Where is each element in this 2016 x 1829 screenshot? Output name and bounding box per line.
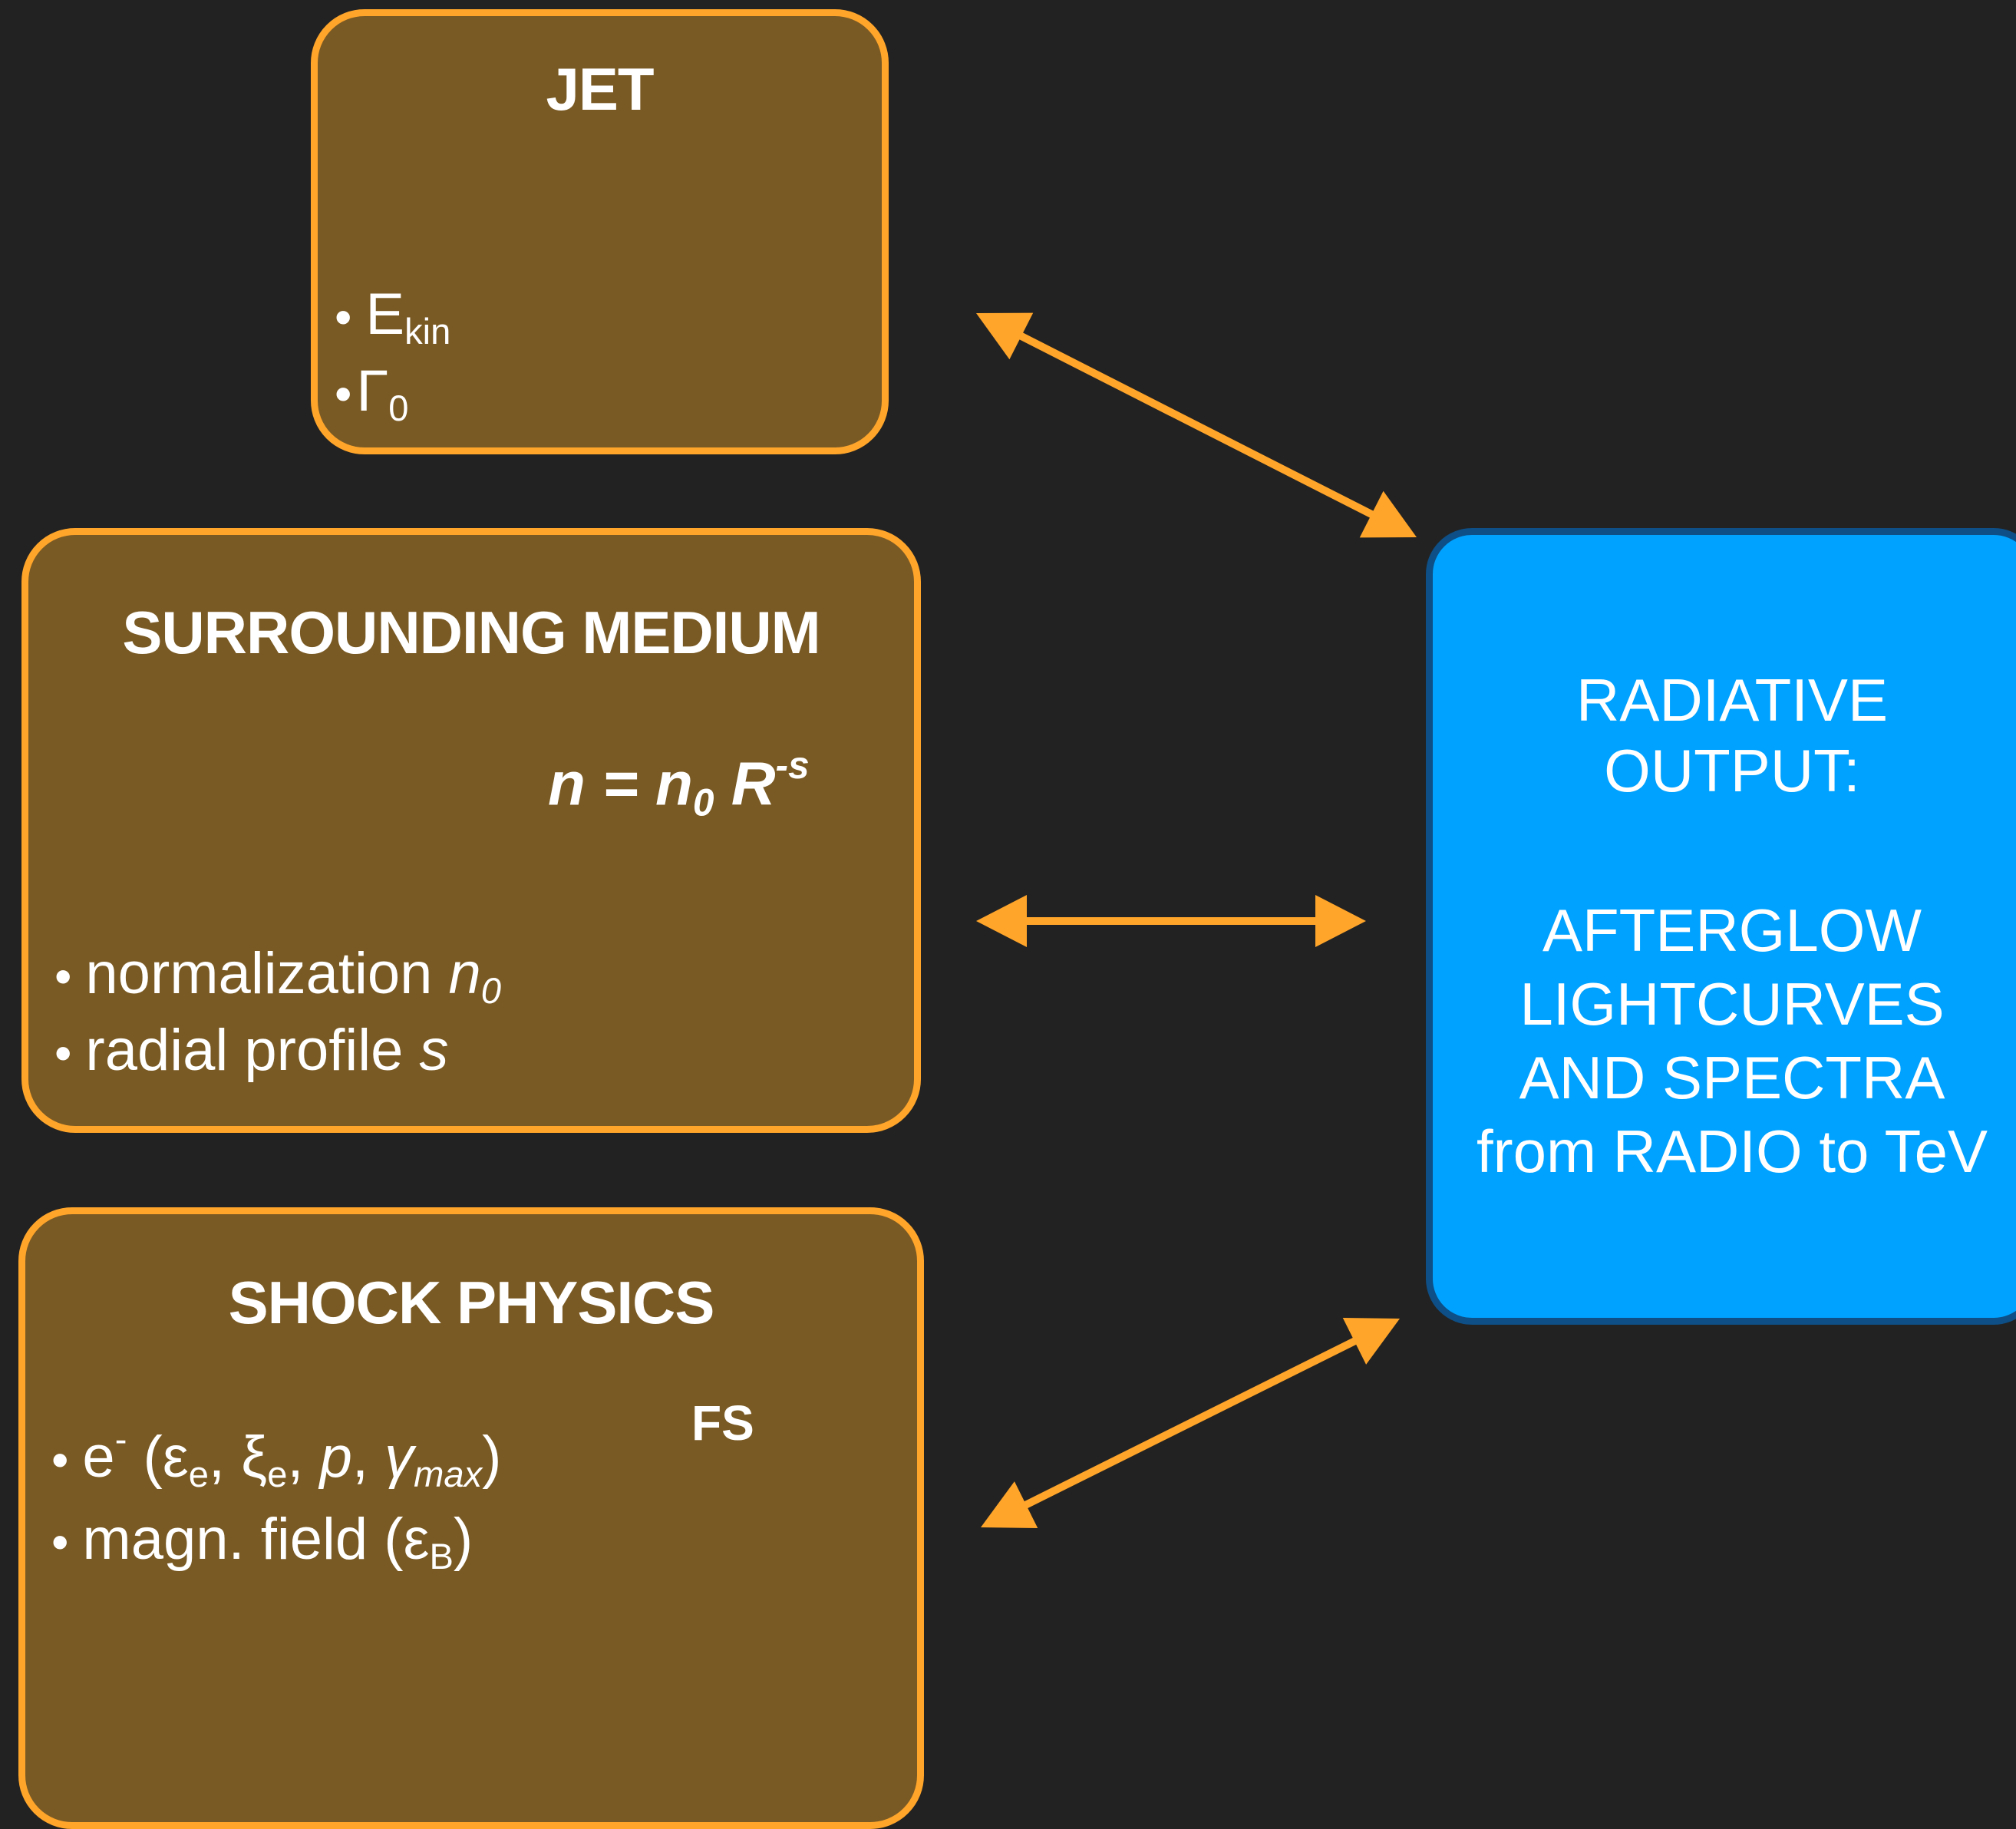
arrow-medium-output-head-end <box>1315 895 1366 947</box>
output-line-4: LIGHTCURVES <box>1519 970 1945 1038</box>
jet-box: JET •Ekin •Γ0 <box>311 9 889 454</box>
output-line-1: RADIATIVE <box>1576 666 1888 734</box>
medium-param-radial-profile: •radial profile s <box>54 1018 449 1083</box>
arrow-medium-output-head-start <box>976 895 1027 947</box>
output-line-3: AFTERGLOW <box>1542 896 1922 964</box>
arrow-jet-output <box>1008 327 1384 523</box>
shock-param-magnetic-field: •magn. field (εB) <box>51 1507 473 1577</box>
shock-box: SHOCK PHYSICS •e- (εe, ξe, p, γmax) •mag… <box>18 1207 924 1829</box>
radiative-output-box: RADIATIVE OUTPUT: AFTERGLOW LIGHTCURVES … <box>1426 528 2016 1325</box>
arrow-jet-output-head-end <box>1359 490 1417 538</box>
output-line-5: AND SPECTRA <box>1519 1044 1945 1111</box>
arrow-shock-output <box>1013 1332 1368 1514</box>
output-line-6: from RADIO to TeV <box>1476 1118 1988 1185</box>
jet-param-gamma0: •Γ0 <box>335 358 409 429</box>
jet-title: JET <box>546 55 654 123</box>
forward-shock-label: FS <box>691 1395 754 1451</box>
arrow-shock-output-head-end <box>1342 1317 1400 1365</box>
output-line-2: OUTPUT: <box>1604 737 1860 804</box>
shock-title: SHOCK PHYSICS <box>228 1269 715 1336</box>
shock-param-electrons: •e- (εe, ξe, p, γmax) <box>51 1418 502 1495</box>
density-formula: n = n0 R-s <box>548 744 810 824</box>
arrow-jet-output-head-start <box>976 312 1034 360</box>
jet-param-ekin: •Ekin <box>335 282 451 352</box>
medium-box: SURROUNDING MEDIUM •normalization n0 •ra… <box>21 528 921 1133</box>
arrow-shock-output-head-start <box>981 1481 1038 1529</box>
medium-title: SURROUNDING MEDIUM <box>122 599 820 666</box>
medium-param-normalization: •normalization n0 <box>54 941 501 1012</box>
